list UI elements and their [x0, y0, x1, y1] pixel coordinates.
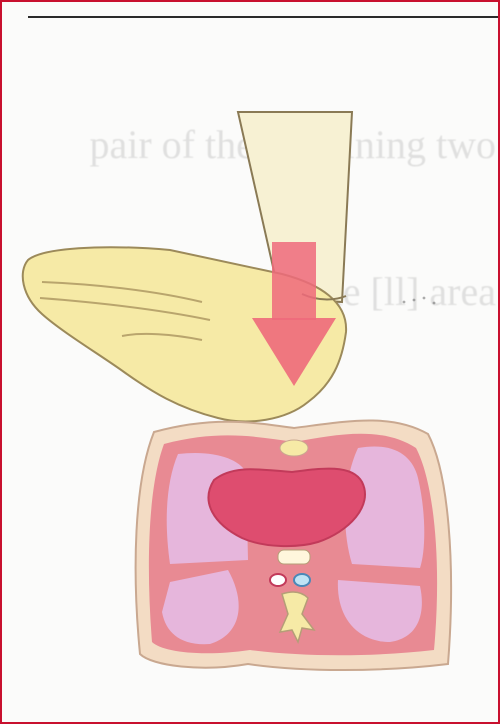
chest-cross-section	[136, 420, 451, 670]
sternum	[280, 440, 308, 456]
